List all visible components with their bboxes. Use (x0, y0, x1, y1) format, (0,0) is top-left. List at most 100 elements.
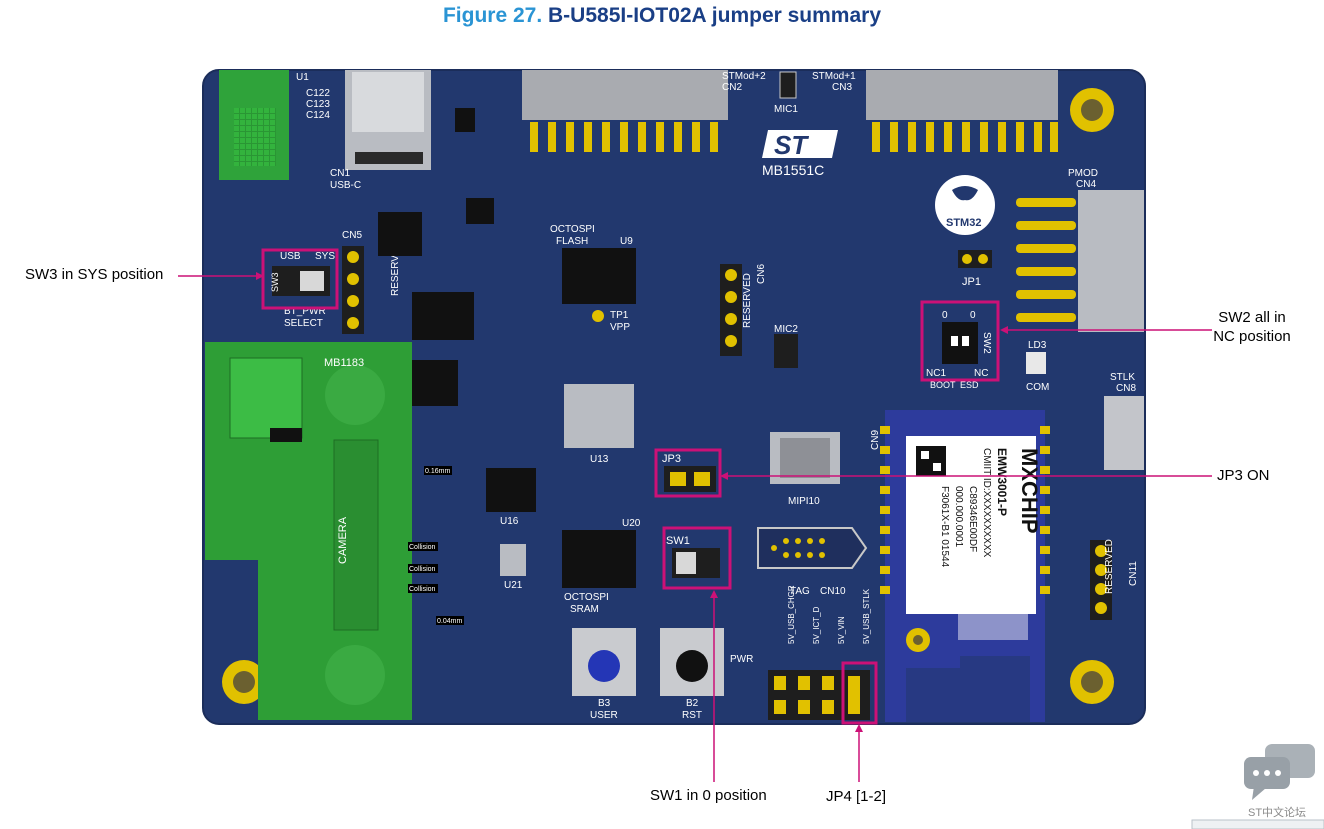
pwr-label: PWR (730, 654, 753, 665)
cn8-sub-label: CN8 (1116, 383, 1136, 394)
svg-text:CN5: CN5 (342, 230, 362, 241)
mic1-label: MIC1 (774, 104, 798, 115)
callout-jp3: JP3 ON (1217, 467, 1270, 484)
user-button-b3: B3 USER (572, 628, 636, 721)
sw2-highlight-box (920, 300, 1000, 382)
mxchip-module: MXCHIP EMW3001-P CMIIT ID:XXXXXXXXXX C89… (880, 410, 1050, 722)
svg-text:C122: C122 (306, 88, 330, 99)
svg-text:ST: ST (774, 130, 809, 160)
svg-text:RESERVED: RESERVED (390, 241, 401, 296)
pmod-connector (1078, 190, 1144, 332)
sw2-switch: 0 0 NC1 NC SW2 BOOT ESD (926, 310, 992, 390)
pmod-pins (1016, 198, 1076, 322)
svg-text:5V_VIN: 5V_VIN (837, 616, 846, 644)
mounting-holes (222, 88, 1114, 704)
svg-text:5V_ICT_D: 5V_ICT_D (812, 606, 821, 644)
svg-text:Collision: Collision (409, 566, 436, 573)
octospi-sram-label1: OCTOSPI (564, 592, 609, 603)
jp3-highlight-box (654, 448, 722, 498)
svg-text:C89346E00DF: C89346E00DF (967, 486, 978, 552)
svg-text:5V_USB_CHGR: 5V_USB_CHGR (787, 585, 796, 644)
u16-label: U16 (500, 516, 519, 527)
jp4-header: 5V_USB_CHGR 5V_ICT_D 5V_VIN 5V_USB_STLK (768, 585, 871, 720)
svg-text:SW3: SW3 (270, 272, 280, 292)
st-logo: ST (762, 130, 838, 160)
svg-text:Collision: Collision (409, 544, 436, 551)
cn3-sub-label: CN3 (832, 82, 852, 93)
svg-text:TAG: TAG (790, 586, 810, 597)
sw3-highlight-box (261, 248, 339, 310)
figure-title: Figure 27. B-U585I-IOT02A jumper summary (0, 4, 1324, 28)
u13-label: U13 (590, 454, 609, 465)
cn8-label: STLK (1110, 372, 1135, 383)
svg-text:U9: U9 (620, 236, 633, 247)
collision-labels: Collision Collision Collision 0.16mm 0.0… (408, 466, 464, 625)
stmod1-pins (872, 122, 1058, 152)
svg-text:SELECT: SELECT (284, 318, 323, 329)
stlk-usb-connector (1104, 396, 1144, 470)
svg-text:FLASH: FLASH (556, 236, 588, 247)
svg-text:5V_USB_STLK: 5V_USB_STLK (862, 588, 871, 644)
svg-text:CN6: CN6 (756, 264, 767, 284)
svg-text:NC: NC (974, 368, 988, 379)
svg-text:EMW3001-P: EMW3001-P (995, 448, 1009, 516)
mb1183-label: MB1183 (324, 357, 364, 369)
svg-text:STM32: STM32 (946, 217, 981, 229)
cn4-label: PMOD (1068, 168, 1098, 179)
svg-text:0: 0 (970, 310, 976, 321)
board-name-label: MB1551C (762, 162, 824, 178)
svg-text:B3: B3 (598, 698, 611, 709)
octospi-sram-label2: SRAM (570, 604, 599, 615)
svg-text:0: 0 (942, 310, 948, 321)
u20-label: U20 (622, 518, 641, 529)
svg-text:RESERVED: RESERVED (1104, 539, 1115, 594)
svg-text:BOOT: BOOT (930, 380, 956, 390)
cn5-header: CN5 RESERVED (342, 230, 401, 334)
cn3-label: STMod+1 (812, 71, 856, 82)
svg-text:CMIIT ID:XXXXXXXXXX: CMIIT ID:XXXXXXXXXX (981, 448, 992, 558)
jp1-label: JP1 (962, 276, 981, 288)
cn1-label: CN1 (330, 168, 350, 179)
watermark-text: ST中文论坛 (1248, 807, 1307, 819)
sw3-switch: USB SYS SW3 BT_PWR SELECT (270, 251, 335, 329)
cn2-label: STMod+2 (722, 71, 766, 82)
camera-label: CAMERA (337, 516, 349, 564)
cn10-tag-connector: CN10 TAG (757, 527, 868, 597)
sw1-switch: SW1 (666, 535, 720, 578)
cn1-sub-label: USB-C (330, 180, 361, 191)
svg-text:000.000.0001: 000.000.0001 (953, 486, 964, 548)
svg-text:MIPI10: MIPI10 (788, 496, 820, 507)
svg-text:C124: C124 (306, 110, 330, 121)
stmod2-header (522, 70, 728, 120)
svg-text:SYS: SYS (315, 251, 335, 262)
stmod1-header (866, 70, 1058, 120)
svg-text:ESD: ESD (960, 380, 979, 390)
cn2-sub-label: CN2 (722, 82, 742, 93)
cn9-label: CN9 (870, 430, 881, 450)
mic2-label: MIC2 (774, 324, 798, 335)
svg-text:C123: C123 (306, 99, 330, 110)
svg-text:F3061X-B1 01544: F3061X-B1 01544 (939, 486, 950, 568)
jp3-jumper: JP3 (662, 453, 716, 492)
svg-text:OCTOSPI: OCTOSPI (550, 224, 595, 235)
ld3-label: LD3 (1028, 340, 1047, 351)
svg-text:RESERVED: RESERVED (742, 273, 753, 328)
svg-text:CN11: CN11 (1128, 561, 1139, 586)
camera-module: MB1183 CAMERA (205, 342, 412, 720)
jp4-highlight-box (841, 661, 878, 725)
mcu-u13 (564, 384, 634, 448)
cn4-sub-label: CN4 (1076, 179, 1096, 190)
figure-title-text: B-U585I-IOT02A jumper summary (548, 4, 882, 27)
callout-sw2-line2: NC position (1213, 328, 1291, 345)
svg-text:Collision: Collision (409, 586, 436, 593)
cn6-header: CN6 RESERVED (720, 264, 767, 356)
figure-number: Figure 27. (442, 4, 543, 27)
svg-text:MXCHIP: MXCHIP (1017, 448, 1042, 534)
svg-text:NC1: NC1 (926, 368, 946, 379)
svg-text:B2: B2 (686, 698, 699, 709)
u8-ic (378, 212, 422, 256)
chat-bubble-icon (1244, 744, 1315, 800)
svg-text:BT_PWR: BT_PWR (284, 306, 326, 317)
stm32-logo: STM32 (935, 175, 995, 235)
svg-text:0.16mm: 0.16mm (425, 468, 450, 475)
